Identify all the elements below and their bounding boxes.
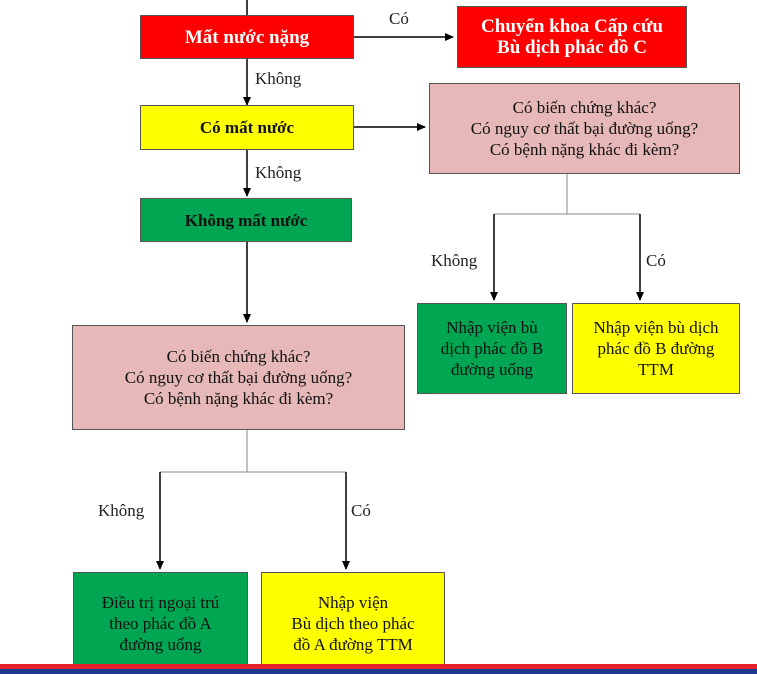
- node-text: Điều trị ngoại trú: [101, 592, 220, 612]
- node-some-dehydration: Có mất nước: [140, 105, 354, 150]
- node-text: theo phác đồ A: [109, 613, 212, 633]
- node-plan-a-outpatient: Điều trị ngoại trú theo phác đồ A đường …: [73, 572, 248, 674]
- edge-label-some-no: Không: [255, 163, 302, 182]
- node-text: Bù dịch phác đồ C: [497, 37, 647, 58]
- edge-label-severe-yes: Có: [389, 9, 409, 28]
- node-text: Có nguy cơ thất bại đường uống?: [470, 119, 699, 138]
- node-text: Có bệnh nặng khác đi kèm?: [143, 389, 334, 408]
- footer-stripe-red: [0, 664, 757, 669]
- node-text: đồ A đường TTM: [293, 634, 413, 654]
- node-text: dịch phác đồ B: [440, 339, 544, 358]
- node-text: Không mất nước: [184, 210, 308, 230]
- node-text: Có mất nước: [199, 118, 295, 137]
- edge-label-right-yes: Có: [646, 251, 666, 270]
- node-text: Có biến chứng khác?: [166, 347, 311, 366]
- node-text: Có nguy cơ thất bại đường uống?: [124, 368, 353, 387]
- node-severe-dehydration: Mất nước nặng: [140, 15, 354, 59]
- node-text: Mất nước nặng: [184, 26, 310, 48]
- footer-stripe-blue: [0, 669, 757, 674]
- node-text: Nhập viện bù: [446, 318, 538, 337]
- node-text: Có bệnh nặng khác đi kèm?: [489, 140, 680, 159]
- edge-label-left-yes: Có: [351, 501, 371, 520]
- edge-label-right-no: Không: [431, 251, 478, 270]
- node-question-left: Có biến chứng khác? Có nguy cơ thất bại …: [72, 325, 405, 430]
- node-no-dehydration: Không mất nước: [140, 198, 352, 242]
- node-text: phác đồ B đường: [597, 339, 715, 358]
- node-plan-a-iv: Nhập viện Bù dịch theo phác đồ A đường T…: [261, 572, 445, 674]
- node-text: Nhập viện bù dịch: [593, 318, 719, 337]
- node-text: Bù dịch theo phác: [291, 613, 415, 633]
- node-emergency-transfer: Chuyển khoa Cấp cứu Bù dịch phác đồ C: [457, 6, 687, 68]
- node-text: đường uống: [119, 634, 202, 654]
- node-text: đường uống: [451, 360, 533, 379]
- node-question-right: Có biến chứng khác? Có nguy cơ thất bại …: [429, 83, 740, 174]
- node-text: Nhập viện: [317, 592, 389, 612]
- edge-label-severe-no: Không: [255, 69, 302, 88]
- node-plan-b-iv: Nhập viện bù dịch phác đồ B đường TTM: [572, 303, 740, 394]
- node-plan-b-oral: Nhập viện bù dịch phác đồ B đường uống: [417, 303, 567, 394]
- node-text: Có biến chứng khác?: [512, 98, 657, 117]
- node-text: TTM: [638, 360, 674, 379]
- edge-label-left-no: Không: [98, 501, 145, 520]
- node-text: Chuyển khoa Cấp cứu: [481, 16, 663, 37]
